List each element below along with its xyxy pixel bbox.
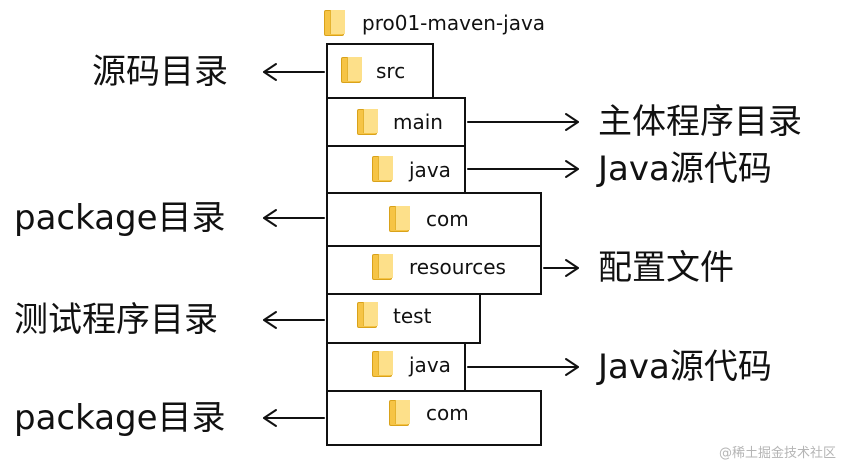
note-main-java: Java源代码 [598, 149, 772, 189]
root-folder-icon [324, 10, 345, 36]
note-main: 主体程序目录 [598, 102, 802, 142]
folder-box-test [326, 293, 481, 344]
folder-icon [357, 302, 378, 328]
folder-label-resources: resources [409, 255, 506, 279]
folder-icon [372, 351, 393, 377]
note-test-java: Java源代码 [598, 347, 772, 387]
arrow-test [263, 311, 325, 329]
folder-box-main-com [326, 192, 542, 247]
note-test-com: package目录 [14, 398, 226, 438]
folder-label-test: test [393, 304, 432, 328]
folder-icon [357, 109, 378, 135]
folder-box-test-com [326, 390, 542, 446]
folder-box-test-java [326, 342, 466, 392]
folder-icon [389, 400, 410, 426]
folder-label-main-com: com [426, 207, 469, 231]
folder-icon [372, 254, 393, 280]
root-folder-label: pro01-maven-java [362, 11, 546, 35]
folder-label-test-com: com [426, 401, 469, 425]
arrow-test-com [263, 409, 325, 427]
folder-label-test-java: java [409, 353, 451, 377]
folder-icon [372, 156, 393, 182]
arrow-main-java [467, 160, 579, 178]
arrow-resources [543, 259, 579, 277]
folder-label-main: main [393, 110, 443, 134]
note-test: 测试程序目录 [14, 300, 218, 340]
folder-label-main-java: java [409, 158, 451, 182]
note-resources: 配置文件 [598, 248, 734, 288]
arrow-main [467, 113, 579, 131]
arrow-main-com [263, 209, 325, 227]
arrow-test-java [467, 358, 579, 376]
folder-icon [389, 206, 410, 232]
watermark: @稀土掘金技术社区 [718, 446, 836, 461]
folder-icon [341, 57, 362, 83]
folder-label-src: src [376, 59, 406, 83]
arrow-src [263, 63, 325, 81]
note-main-com: package目录 [14, 198, 226, 238]
note-src: 源码目录 [92, 52, 228, 92]
